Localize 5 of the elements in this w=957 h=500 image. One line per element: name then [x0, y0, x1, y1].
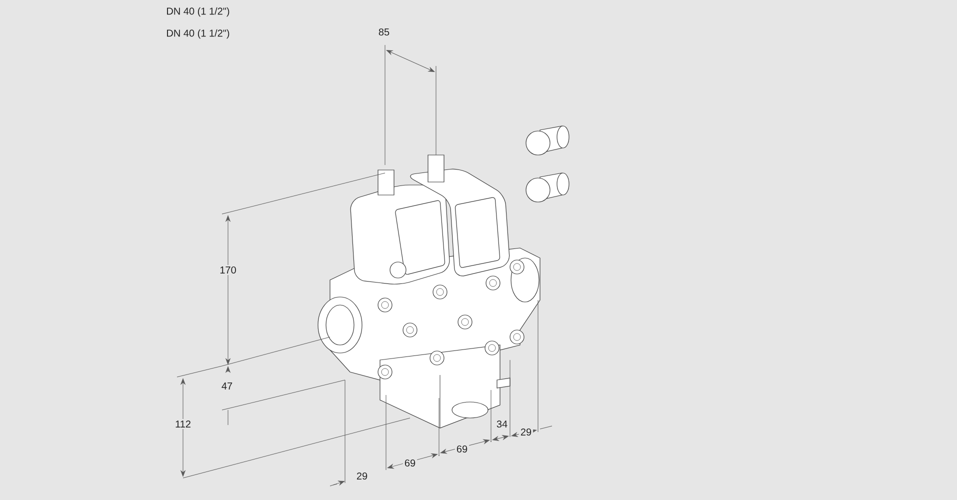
size-label: DN 40 (1 1/2")	[167, 29, 230, 39]
dimension-label: 47	[220, 381, 234, 391]
dimension-label: 170	[218, 264, 238, 276]
size-label: DN 40 (1 1/2")	[167, 7, 230, 17]
dimension-label: 112	[174, 419, 192, 429]
